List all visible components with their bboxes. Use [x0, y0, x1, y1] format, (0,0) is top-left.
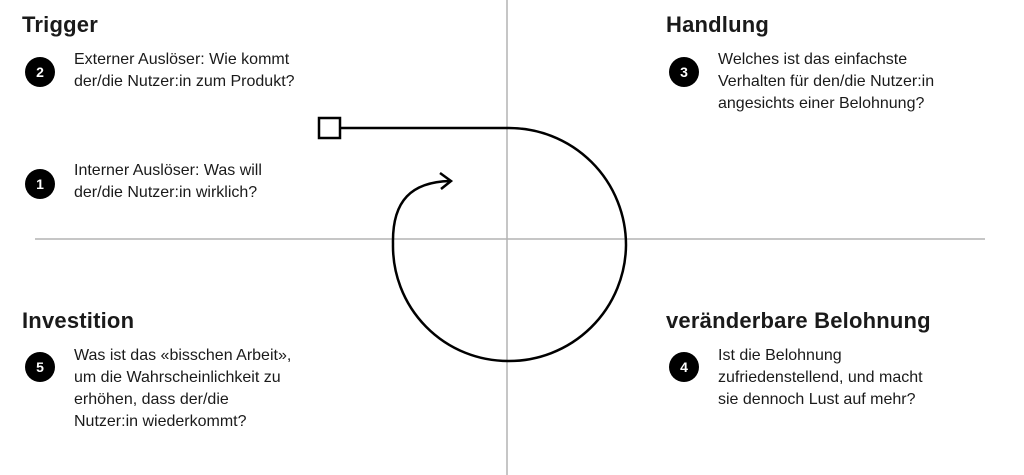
arrowhead-icon	[439, 171, 454, 190]
step-text-action: Welches ist das einfachste Verhalten für…	[718, 51, 935, 112]
step-text-investment: Was ist das «bisschen Arbeit», um die Wa…	[74, 347, 292, 430]
step-badge-2: 2	[25, 57, 55, 87]
quadrant-title-investment: Investition	[22, 308, 135, 333]
quadrant-title-reward: veränderbare Belohnung	[666, 308, 931, 333]
step-text-external-trigger: Externer Auslöser: Wie kommt der/die Nut…	[74, 51, 295, 90]
loop-start-square	[317, 116, 342, 140]
step-badge-5: 5	[25, 352, 55, 382]
step-text-internal-trigger: Interner Auslöser: Was will der/die Nutz…	[74, 162, 262, 201]
quadrant-title-trigger: Trigger	[22, 12, 98, 37]
quadrant-title-action: Handlung	[666, 12, 770, 37]
loop-arrow-path	[340, 126, 628, 363]
step-text-reward: Ist die Belohnung zufriedenstellend, und…	[718, 347, 923, 408]
step-badge-1: 1	[25, 169, 55, 199]
step-badge-4: 4	[669, 352, 699, 382]
step-badge-3: 3	[669, 57, 699, 87]
